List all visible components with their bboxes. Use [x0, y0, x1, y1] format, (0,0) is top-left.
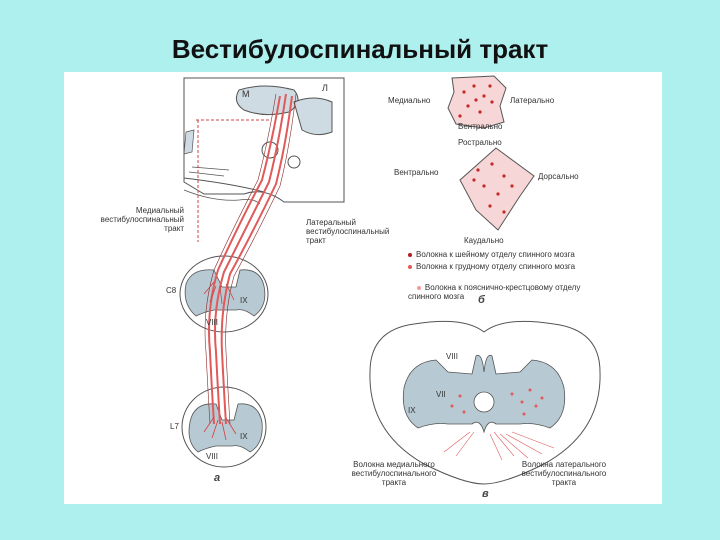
lateral-tract-outline — [204, 93, 297, 425]
lamina-top-label: VIII — [446, 352, 459, 361]
label-dorsal: Дорсально — [538, 172, 579, 181]
legend-item-cervical: Волокна к шейному отделу спинного мозга — [408, 250, 575, 259]
panel-b-letter: б — [478, 294, 485, 306]
cervical-right-label: IX — [240, 296, 248, 305]
lumbar-left-label: L7 — [170, 422, 179, 431]
nucleus-dots — [458, 84, 514, 214]
legend-item-thoracic: Волокна к грудному отделу спинного мозга — [408, 262, 575, 271]
label-l: Л — [322, 83, 328, 93]
terminal-fibers — [203, 281, 237, 441]
legend-dot-lumbosacral — [416, 285, 421, 290]
figure: М Л Медиальный вестибулоспинальный тракт… — [64, 72, 662, 504]
cervical-bottom-label: VIII — [206, 318, 219, 327]
label-m: М — [242, 89, 250, 99]
lumbar-cord-section — [181, 386, 267, 468]
legend-dot-cervical — [408, 252, 412, 257]
medial-fibers-label: Волокна медиального вестибулоспинального… — [351, 460, 437, 487]
label-ventral-side: Вентрально — [394, 168, 439, 177]
lumbar-bottom-label: VIII — [206, 452, 219, 461]
label-caudal: Каудально — [464, 236, 504, 245]
large-cord-fibers — [450, 388, 544, 416]
legend-dot-thoracic — [408, 264, 412, 269]
label-lateral: Латерально — [510, 96, 555, 105]
cervical-cord-section — [179, 255, 269, 333]
medial-tract-label: Медиальный вестибулоспинальный тракт — [100, 206, 184, 233]
legend-text-lumbosacral: Волокна к пояснично-крестцовому отделу с… — [408, 283, 581, 301]
large-cord-fiber-lines — [443, 431, 555, 461]
nucleus-top — [447, 75, 507, 129]
legend-text-cervical: Волокна к шейному отделу спинного мозга — [416, 250, 575, 259]
label-ventral-top: Вентрально — [458, 122, 503, 131]
medial-tract-dashed — [196, 119, 270, 242]
lamina-mid-label: VII — [436, 390, 446, 399]
lamina-left-label: IX — [408, 406, 416, 415]
lateral-tract-fibers — [208, 93, 293, 425]
label-rostral: Рострально — [458, 138, 502, 147]
lateral-fibers-label: Волокна латерального вестибулоспинальног… — [521, 460, 607, 487]
panel-a-letter: а — [214, 472, 221, 484]
lateral-tract-label: Латеральный вестибулоспинальный тракт — [306, 218, 390, 245]
label-medial: Медиально — [388, 96, 431, 105]
legend-text-thoracic: Волокна к грудному отделу спинного мозга — [416, 262, 576, 271]
lumbar-right-label: IX — [240, 432, 248, 441]
panel-c-letter: в — [482, 488, 489, 500]
figure-drawing — [179, 75, 601, 485]
brainstem-section — [183, 77, 345, 205]
legend-item-lumbosacral: Волокна к пояснично-крестцовому отделу с… — [408, 274, 580, 310]
slide-title: Вестибулоспинальный тракт — [171, 34, 549, 64]
nucleus-diamond — [459, 147, 535, 231]
cervical-left-label: C8 — [166, 286, 177, 295]
